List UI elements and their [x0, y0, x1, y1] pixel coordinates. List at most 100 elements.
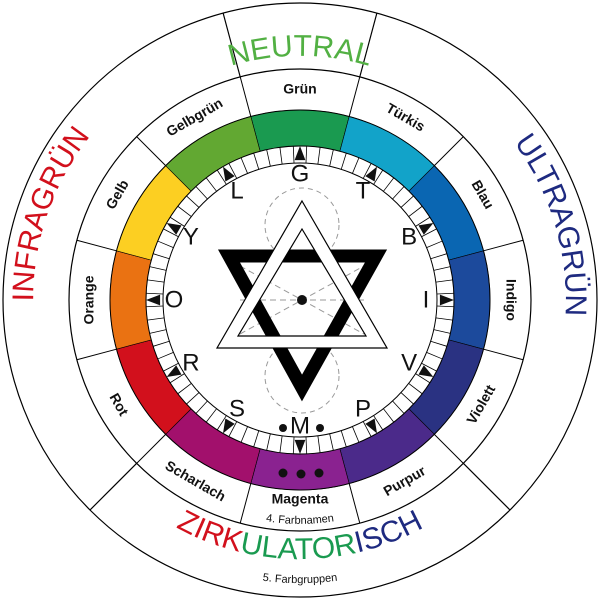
group-divider — [462, 462, 511, 511]
segment-letter: S — [229, 396, 245, 423]
tick — [392, 186, 405, 200]
tick — [329, 149, 334, 167]
tick — [415, 373, 431, 384]
ring-glyph: m — [312, 514, 322, 527]
group-divider — [89, 462, 138, 511]
tick — [305, 146, 308, 164]
ring-glyph: r — [303, 574, 307, 586]
tick — [146, 305, 164, 308]
tick — [153, 253, 170, 260]
ring-glyph: N — [559, 294, 592, 316]
segment-letter: M — [290, 413, 310, 440]
marker-triangle — [223, 166, 235, 182]
tick — [408, 383, 423, 395]
tick — [373, 169, 384, 185]
magenta-dots — [278, 424, 324, 479]
tick — [436, 292, 454, 295]
ring-glyph: g — [297, 574, 303, 586]
tick — [147, 317, 165, 321]
tick — [317, 147, 321, 165]
caption-groups: 5. Farbgruppen — [262, 572, 338, 586]
marker-triangle — [146, 294, 161, 306]
tick — [400, 195, 414, 208]
tick — [340, 153, 347, 170]
tick — [253, 153, 260, 170]
segment-divider — [76, 239, 117, 252]
tick — [317, 435, 321, 453]
ring-glyph: a — [285, 514, 293, 526]
ring-glyph: Ü — [558, 271, 592, 295]
segment-divider — [239, 483, 252, 524]
tick — [362, 163, 372, 179]
color-segments — [76, 76, 524, 524]
segment-divider — [348, 483, 361, 524]
ring-glyph: e — [321, 513, 328, 526]
tick — [430, 253, 447, 260]
tick — [169, 373, 185, 384]
marker-triangle — [365, 166, 377, 182]
tick — [153, 340, 170, 347]
tick — [163, 362, 179, 372]
tick — [157, 352, 174, 360]
tick — [205, 177, 217, 192]
ring-glyph: n — [300, 515, 306, 527]
ring-glyph: N — [7, 270, 41, 294]
tick — [383, 408, 395, 423]
ring-glyph: R — [311, 30, 336, 65]
tick — [362, 421, 372, 437]
color-ring-outer — [109, 109, 491, 491]
tick — [305, 436, 308, 454]
tick — [195, 400, 208, 414]
segment-divider — [136, 136, 167, 167]
group-neutral-text: NEUTRAL — [224, 30, 375, 73]
ring-glyph: 4 — [265, 512, 273, 525]
tick — [383, 177, 395, 192]
ring-glyph: . — [268, 572, 272, 584]
tick — [253, 430, 260, 447]
group-neutral: NEUTRAL — [224, 30, 375, 73]
tick — [415, 216, 431, 227]
ring-glyph: . — [272, 513, 276, 525]
tick — [352, 157, 360, 174]
segment-label: Magenta — [272, 491, 329, 507]
ring-glyph: n — [327, 512, 335, 525]
ring-glyph: 5 — [262, 572, 270, 585]
segment-letter: P — [355, 396, 371, 423]
segment-letter: V — [401, 350, 417, 377]
ring-glyph: a — [281, 574, 289, 586]
segment-letter: B — [401, 224, 417, 251]
tick — [433, 266, 451, 271]
tick — [228, 421, 238, 437]
segment-divider — [483, 239, 524, 252]
tick — [266, 433, 271, 451]
ring-glyph: R — [554, 247, 590, 273]
tick — [408, 205, 423, 217]
tick — [426, 240, 443, 248]
tick — [186, 195, 200, 208]
tick — [426, 352, 443, 360]
tick — [163, 228, 179, 238]
ring-glyph: A — [277, 532, 299, 566]
tick — [279, 147, 283, 165]
ring-glyph: b — [294, 515, 300, 527]
zirk-part-1: ZIRK — [173, 504, 247, 559]
ring-glyph: F — [278, 514, 286, 527]
tick — [421, 228, 437, 238]
marker-triangle — [418, 365, 434, 377]
tick — [177, 205, 192, 217]
segment-letter: R — [182, 350, 199, 377]
marker-triangle — [223, 418, 235, 434]
caption-groups-text: 5. Farbgruppen — [262, 572, 338, 586]
center-dot — [297, 295, 307, 305]
segment-label: Grün — [283, 81, 316, 97]
segment-letter: O — [165, 287, 184, 314]
ring-glyph: I — [7, 293, 40, 302]
tick — [157, 240, 174, 248]
tick — [216, 169, 227, 185]
tick — [435, 279, 453, 283]
segment-divider — [483, 348, 524, 361]
tick — [149, 329, 167, 334]
